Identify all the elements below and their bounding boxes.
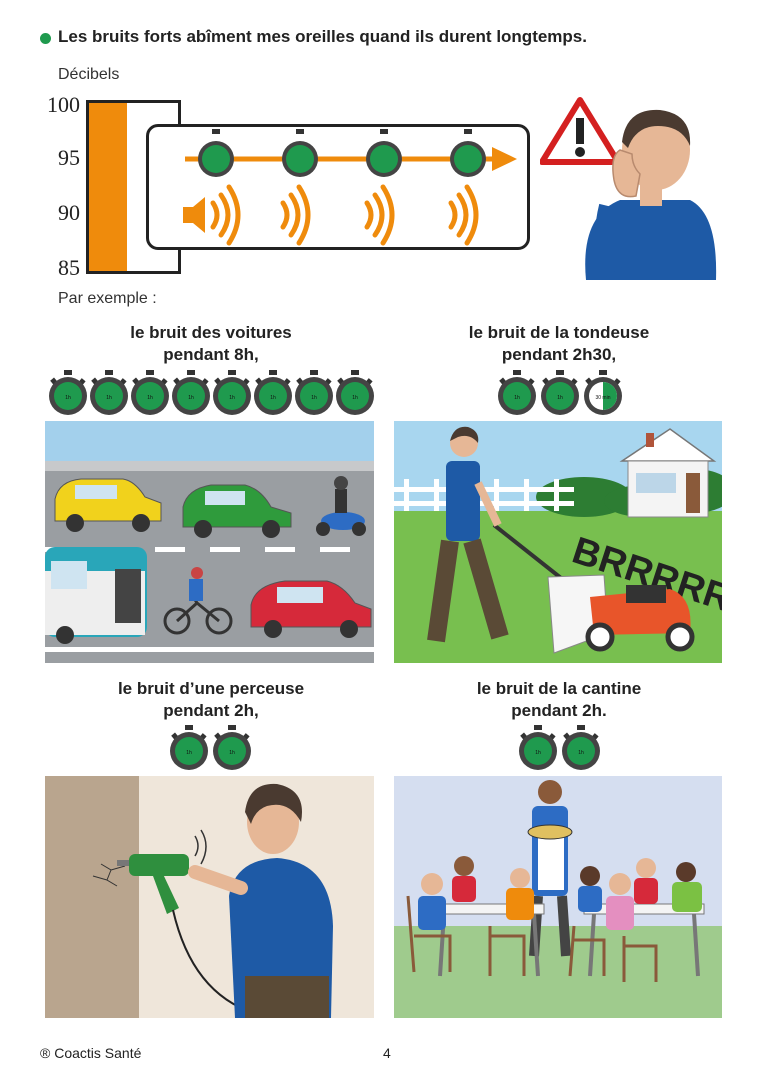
time-arrow-head [492, 147, 517, 171]
stopwatch-icon: 1h [89, 370, 129, 416]
svg-text:1h: 1h [578, 750, 584, 756]
chairs [406, 895, 658, 982]
drill-scene-illustration [45, 776, 374, 1018]
man-mowing-figure [427, 426, 509, 643]
bullet-dot [40, 33, 51, 44]
caption-duration: pendant 2h30, [501, 345, 617, 364]
caption-line: le bruit de la cantine [476, 679, 642, 698]
traffic-scene-illustration [45, 421, 374, 663]
caption-duration: pendant 2h. [511, 701, 607, 720]
example-intro-label: Par exemple : [58, 290, 157, 307]
stopwatch-icon: 1h [294, 370, 334, 416]
svg-text:1h: 1h [352, 395, 358, 401]
warning-person-illustration [540, 97, 717, 280]
example-caption-canteen: le bruit de la cantine pendant 2h. [434, 678, 684, 722]
example-caption-cars: le bruit des voitures pendant 8h, [86, 322, 336, 366]
child-figures [418, 856, 702, 930]
bracket-top [86, 100, 181, 103]
sound-waves-icon [210, 184, 479, 246]
man-drilling-figure [188, 783, 333, 1018]
tick-label-100: 100 [47, 92, 80, 117]
svg-text:1h: 1h [65, 395, 71, 401]
svg-text:1h: 1h [106, 395, 112, 401]
tick-label-95: 95 [58, 145, 80, 170]
stopwatch-icon [282, 129, 318, 177]
bracket-right-upper [178, 100, 181, 126]
green-car [182, 484, 292, 538]
caption-line: le bruit d’une perceuse [117, 679, 305, 698]
stopwatch-icon: 1h [171, 370, 211, 416]
stopwatch-icon: 1h [540, 370, 580, 416]
wall [45, 776, 139, 1018]
yellow-car [54, 478, 162, 532]
house [619, 428, 717, 518]
svg-text:1h: 1h [229, 750, 235, 756]
svg-text:1h: 1h [229, 395, 235, 401]
svg-text:1h: 1h [270, 395, 276, 401]
speaker-icon [183, 197, 205, 233]
copyright-notice: ® Coactis Santé [40, 1045, 142, 1061]
caption-line: le bruit des voitures [130, 323, 292, 342]
svg-text:1h: 1h [147, 395, 153, 401]
stopwatch-icon [198, 129, 234, 177]
time-arrow-diagram [183, 129, 517, 246]
stopwatch-icon: 1h [169, 725, 209, 771]
lawn-mower-scene-illustration: BRRRRRR [394, 421, 722, 663]
svg-text:1h: 1h [557, 395, 563, 401]
caption-duration: pendant 8h, [163, 345, 259, 364]
stopwatch-icon: 1h [561, 725, 601, 771]
man-holding-ear-figure [585, 109, 717, 280]
canteen-scene-illustration [394, 776, 722, 1018]
tick-label-90: 90 [58, 200, 80, 225]
bracket-bottom [86, 271, 181, 274]
stopwatch-icon: 1h [253, 370, 293, 416]
decibel-axis [86, 101, 89, 273]
wall-cracks [92, 863, 126, 887]
stopwatch-icon: 1h [212, 725, 252, 771]
stopwatch-icon: 1h [335, 370, 375, 416]
stopwatch-icon [450, 129, 486, 177]
bracket-right-lower [178, 248, 181, 274]
stopwatch-icon: 1h [518, 725, 558, 771]
example-caption-mower: le bruit de la tondeuse pendant 2h30, [434, 322, 684, 366]
duration-illustration-box [146, 124, 530, 250]
stopwatch-icon [366, 129, 402, 177]
svg-text:1h: 1h [188, 395, 194, 401]
mower [492, 523, 695, 654]
warning-sign-icon [540, 97, 621, 165]
page-number: 4 [383, 1045, 391, 1061]
svg-text:1h: 1h [311, 395, 317, 401]
red-car [250, 580, 372, 638]
decibel-level-bar [89, 103, 127, 273]
bus [45, 547, 147, 644]
caption-line: le bruit de la tondeuse [468, 323, 650, 342]
caption-duration: pendant 2h, [163, 701, 259, 720]
svg-text:1h: 1h [186, 750, 192, 756]
svg-text:1h: 1h [535, 750, 541, 756]
stopwatch-icon: 1h [130, 370, 170, 416]
drill-noise-lines [194, 829, 207, 865]
decibel-axis-label: Décibels [58, 66, 120, 83]
svg-text:30 min: 30 min [595, 395, 610, 401]
svg-text:1h: 1h [514, 395, 520, 401]
intro-sentence: Les bruits forts abîment mes oreilles qu… [58, 27, 587, 46]
stopwatch-icon: 1h [212, 370, 252, 416]
stopwatch-icon: 30 min [583, 370, 623, 416]
cyclist [163, 567, 233, 635]
tick-label-85: 85 [58, 255, 80, 280]
example-caption-drill: le bruit d’une perceuse pendant 2h, [86, 678, 336, 722]
stopwatch-icon: 1h [497, 370, 537, 416]
stopwatch-icon: 1h [48, 370, 88, 416]
scooter-rider [316, 476, 366, 536]
